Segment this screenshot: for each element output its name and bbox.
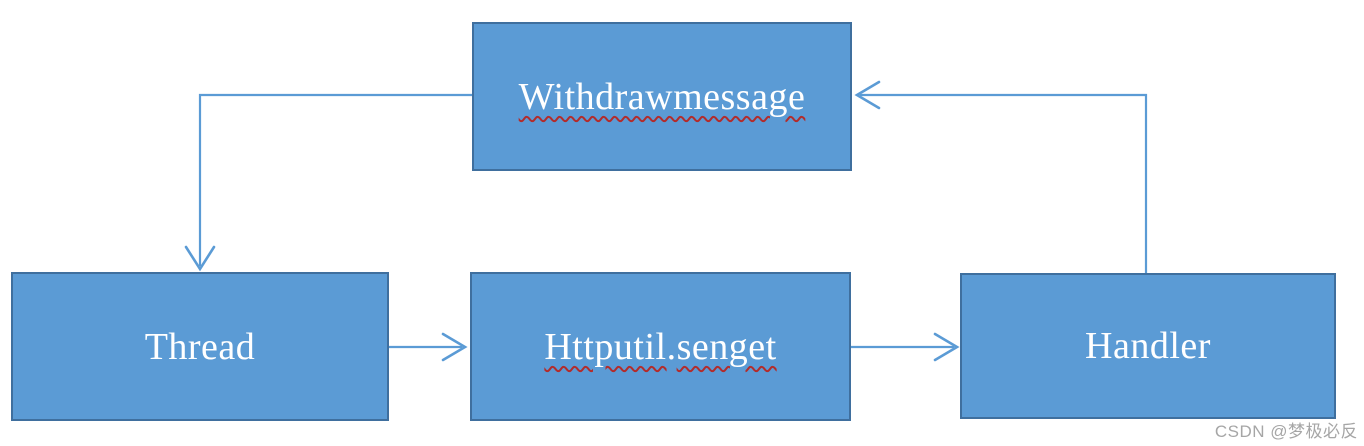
box-label-handler: Handler — [1085, 325, 1211, 367]
box-withdrawmessage: Withdrawmessage — [472, 22, 852, 171]
box-label-withdrawmessage: Withdrawmessage — [518, 75, 806, 118]
box-label-thread: Thread — [144, 325, 256, 368]
box-handler: Handler — [960, 273, 1336, 419]
arrow-handler-to-withdrawmessage — [854, 80, 1148, 273]
arrow-thread-to-httputil — [389, 332, 468, 362]
box-thread: Thread — [11, 272, 389, 421]
arrow-withdrawmessage-to-thread — [184, 93, 472, 272]
box-httputil: Httputil.senget — [470, 272, 851, 421]
arrow-httputil-to-handler — [851, 332, 960, 362]
watermark: CSDN @梦极必反 — [1214, 422, 1358, 441]
box-label-httputil: Httputil.senget — [544, 325, 777, 368]
